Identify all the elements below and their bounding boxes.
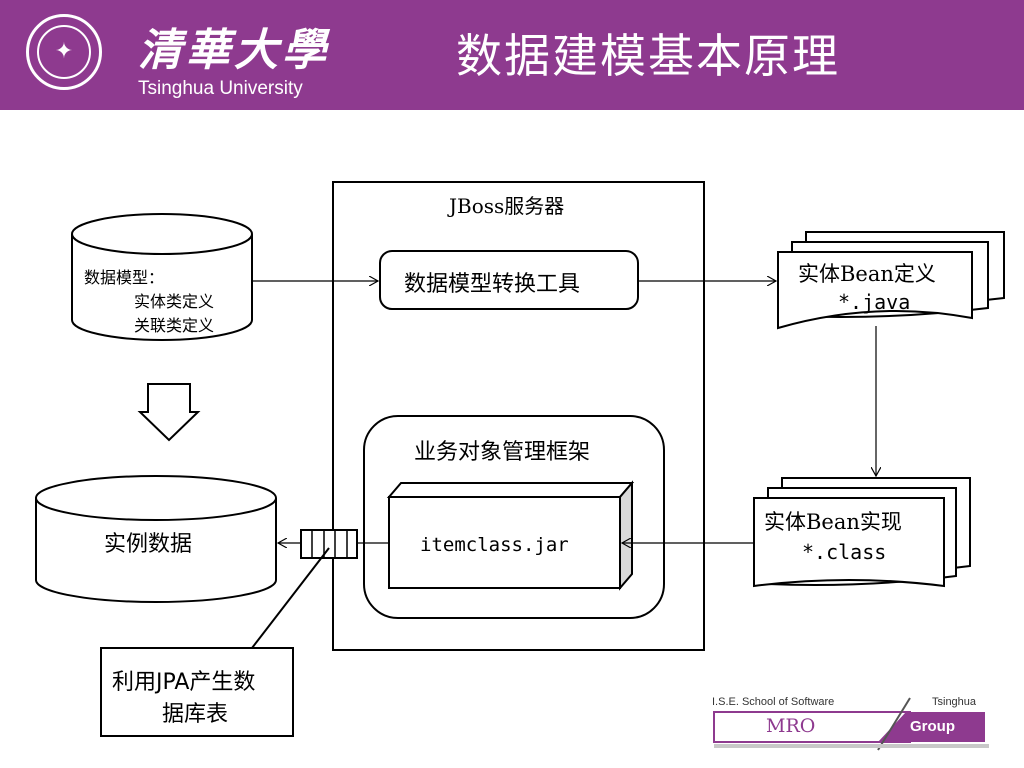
jboss-server-box [332, 181, 705, 651]
entity-impl-label: 实体Bean实现 [764, 510, 902, 534]
entity-def-file: *.java [838, 290, 911, 314]
callout-line [251, 547, 330, 649]
entity-impl-file: *.class [802, 540, 887, 564]
mro-text: MRO [766, 715, 816, 737]
data-model-item-entity: 实体类定义 [134, 292, 215, 311]
instance-data-cylinder [35, 475, 277, 603]
data-model-title: 数据模型： [84, 268, 165, 287]
tsinghua-seal-icon: ✦ [26, 14, 102, 90]
data-model-cylinder [71, 213, 253, 341]
jar-label: itemclass.jar [420, 534, 569, 556]
entity-impl-documents [753, 477, 971, 588]
jpa-callout-line2: 据库表 [162, 702, 229, 727]
framework-label: 业务对象管理框架 [414, 440, 591, 465]
jpa-callout-box [100, 647, 294, 737]
group-text: Group [910, 718, 955, 735]
jpa-callout-line1: 利用JPA产生数 [112, 670, 256, 695]
university-name-en: Tsinghua University [138, 78, 303, 99]
converter-tool-box [379, 250, 639, 310]
tsinghua-text: Tsinghua [932, 696, 977, 708]
jboss-server-label: JBoss服务器 [449, 194, 565, 218]
down-arrow-icon [137, 383, 201, 442]
mro-group-logo: I.S.E. School of Software Tsinghua MRO G… [710, 696, 1000, 752]
data-model-item-relation: 关联类定义 [134, 316, 215, 335]
university-name-cn: 清華大學 [138, 25, 330, 76]
jpa-connector [300, 529, 358, 559]
header-bar: ✦ 清華大學 Tsinghua University 数据建模基本原理 [0, 0, 1024, 110]
entity-def-label: 实体Bean定义 [798, 262, 936, 286]
jar-box [386, 480, 635, 591]
converter-tool-label: 数据模型转换工具 [404, 272, 581, 297]
instance-data-label: 实例数据 [104, 532, 193, 557]
ise-school-text: I.S.E. School of Software [712, 696, 835, 708]
slide-title: 数据建模基本原理 [456, 29, 840, 83]
entity-def-documents [777, 231, 1005, 330]
